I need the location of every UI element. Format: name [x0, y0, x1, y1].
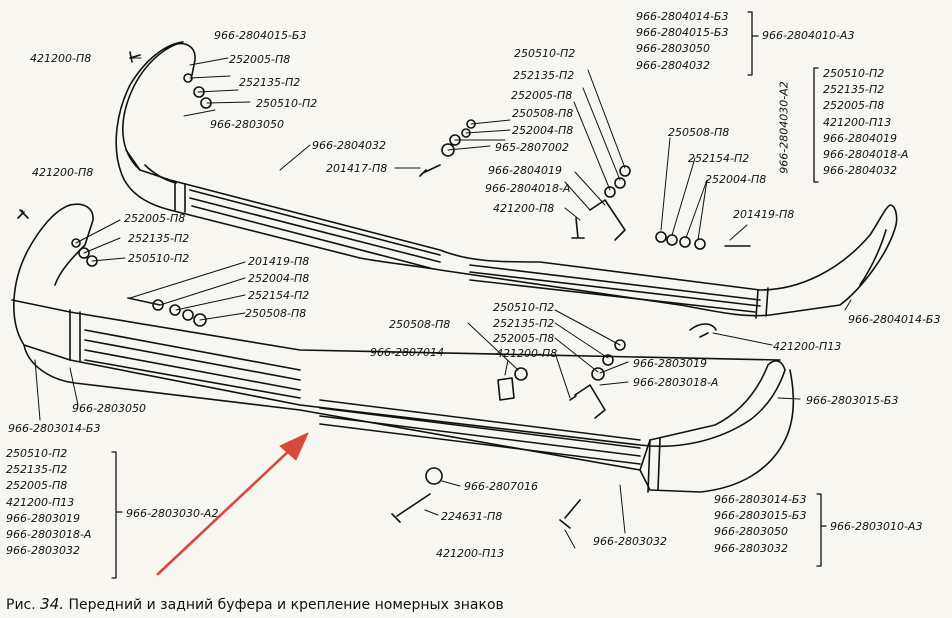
group-item: 966-2803015-Б3 — [714, 509, 807, 523]
group-right-items: 250510-П2 252135-П2 252005-П8 421200-П13… — [823, 66, 908, 179]
front-bumper-drawing — [11, 203, 795, 493]
group-item: 966-2803032 — [714, 541, 788, 555]
label-part: 421200-П13 — [773, 340, 842, 353]
label-part: 966-2804015-Б3 — [214, 29, 307, 42]
label-part: 250510-П2 — [493, 301, 555, 314]
group-right-assembly: 966-2804030-А2 — [777, 81, 791, 174]
group-item: 421200-П13 — [823, 115, 892, 129]
label-part: 250510-П2 — [128, 252, 190, 265]
group-top-right-items: 966-2804014-Б3 966-2804015-Б3 966-280305… — [636, 9, 728, 74]
group-item: 421200-П13 — [6, 495, 75, 509]
group-item: 966-2803019 — [6, 511, 80, 525]
label-part: 252005-П8 — [511, 89, 573, 102]
group-item: 252135-П2 — [6, 463, 68, 477]
group-item: 966-2804014-Б3 — [636, 10, 729, 23]
label-part: 224631-П8 — [441, 510, 503, 523]
rear-bumper-drawing — [115, 41, 898, 319]
label-part: 252154-П2 — [688, 152, 750, 165]
label-part: 250508-П8 — [245, 307, 307, 320]
label-part: 201419-П8 — [733, 208, 795, 221]
group-item: 966-2804018-А — [823, 148, 909, 162]
label-part: 252005-П8 — [493, 332, 555, 345]
label-part: 966-2803015-Б3 — [806, 394, 899, 407]
group-bottom-right-assembly: 966-2803010-А3 — [830, 520, 923, 533]
label-part: 250508-П8 — [512, 107, 574, 120]
group-item: 966-2803014-Б3 — [714, 493, 807, 506]
label-part: 250510-П2 — [514, 47, 576, 60]
group-item: 966-2803018-А — [6, 528, 92, 542]
label-part: 421200-П8 — [32, 166, 94, 179]
group-item: 252135-П2 — [823, 83, 885, 97]
group-bottom-left-assembly: 966-2803030-А2 — [126, 507, 219, 520]
label-part: 252005-П8 — [229, 53, 291, 66]
label-part: 966-2804019 — [488, 164, 562, 177]
group-item: 966-2804032 — [823, 164, 897, 178]
group-braces — [111, 11, 827, 579]
label-part: 252004-П8 — [248, 272, 310, 285]
label-part: 201419-П8 — [248, 255, 310, 268]
group-top-right-assembly: 966-2804010-А3 — [762, 29, 855, 42]
group-item: 250510-П2 — [6, 447, 68, 460]
label-part: 421200-П8 — [496, 347, 558, 360]
label-part: 966-2803032 — [593, 535, 667, 548]
label-part: 966-2804014-Б3 — [848, 313, 941, 326]
group-bottom-left-items: 250510-П2 252135-П2 252005-П8 421200-П13… — [6, 446, 91, 559]
label-part: 966-2804032 — [312, 139, 386, 152]
label-part: 252004-П8 — [512, 124, 574, 137]
label-part: 421200-П13 — [436, 547, 505, 560]
label-part: 252135-П2 — [128, 232, 190, 245]
group-item: 966-2803050 — [714, 525, 788, 539]
group-item: 966-2804032 — [636, 58, 710, 72]
group-item: 252005-П8 — [6, 479, 68, 493]
red-arrow-shape — [156, 432, 309, 576]
label-part: 966-2803019 — [633, 357, 707, 370]
label-part: 252005-П8 — [124, 212, 186, 225]
group-item: 252005-П8 — [823, 99, 885, 113]
label-part: 421200-П8 — [493, 202, 555, 215]
group-item: 966-2803032 — [6, 544, 80, 558]
label-part: 966-2803014-Б3 — [8, 422, 101, 435]
label-part: 966-2807014 — [370, 346, 444, 359]
label-part: 250508-П8 — [668, 126, 730, 139]
group-item: 966-2803050 — [636, 42, 710, 56]
label-part: 966-2807016 — [464, 480, 538, 493]
group-item: 966-2804019 — [823, 131, 897, 145]
leader-lines — [21, 57, 852, 549]
label-part: 966-2803050 — [210, 118, 284, 131]
group-bottom-right-items: 966-2803014-Б3 966-2803015-Б3 966-280305… — [714, 492, 806, 557]
caption-text: Передний и задний буфера и крепление ном… — [68, 597, 504, 613]
label-part: 250508-П8 — [389, 318, 451, 331]
group-item: 250510-П2 — [823, 67, 885, 80]
label-part: 252154-П2 — [248, 289, 310, 302]
label-part: 252135-П2 — [239, 76, 301, 89]
label-part: 966-2803050 — [72, 402, 146, 415]
label-part: 250510-П2 — [256, 97, 318, 110]
label-part: 966-2804018-А — [485, 182, 571, 195]
label-part: 201417-П8 — [326, 162, 388, 175]
label-part: 252135-П2 — [513, 69, 575, 82]
label-part: 421200-П8 — [30, 52, 92, 65]
group-item: 966-2804015-Б3 — [636, 26, 729, 40]
label-part: 252135-П2 — [493, 317, 555, 330]
caption-prefix: Рис. — [6, 597, 36, 613]
label-part: 252004-П8 — [705, 173, 767, 186]
label-part: 965-2807002 — [495, 141, 569, 154]
label-part: 966-2803018-А — [633, 376, 719, 389]
caption-number: 34. — [40, 595, 65, 613]
figure-caption: Рис. 34. Передний и задний буфера и креп… — [6, 595, 504, 614]
